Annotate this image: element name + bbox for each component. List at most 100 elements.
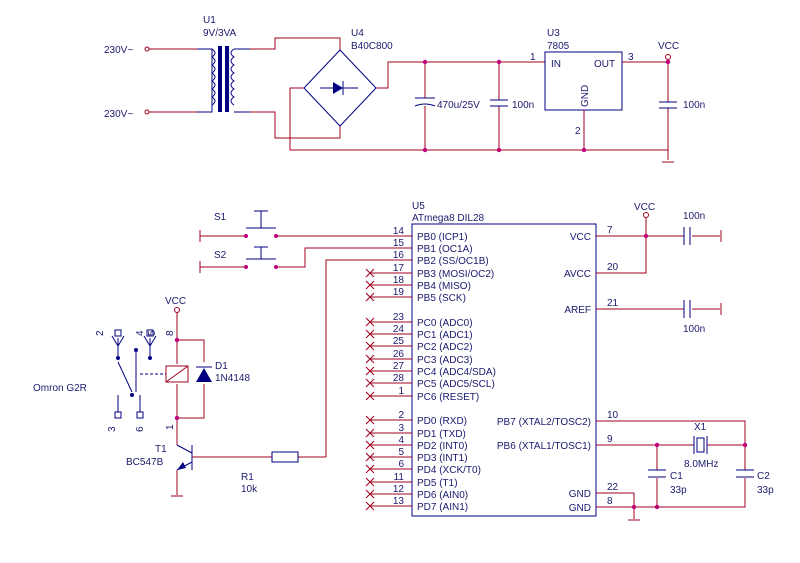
relay-contact-node <box>116 356 120 360</box>
no-connect-mark <box>365 464 375 474</box>
d1-ref: D1 <box>215 361 228 372</box>
bridge-diode-lines <box>320 81 358 95</box>
cap-100n-b-label: 100n <box>683 100 705 111</box>
pin-number: 15 <box>393 238 405 249</box>
relay-contact-node <box>148 356 152 360</box>
pin-name: PD1 (TXD) <box>417 429 466 440</box>
no-connect-mark <box>365 452 375 462</box>
switch-section: S1 S2 <box>199 210 387 457</box>
capacitor-470u: 470u/25V <box>414 62 480 150</box>
relay-terminal-box <box>114 329 122 337</box>
u1-ref: U1 <box>203 15 216 26</box>
pin-number: 6 <box>398 459 404 470</box>
pin-number: 9 <box>607 434 613 445</box>
pin-name: PD2 (INT0) <box>417 441 468 452</box>
s2-button <box>246 246 276 260</box>
junction <box>631 504 637 510</box>
cap-plate <box>414 103 436 107</box>
relay-pin1: 1 <box>165 424 176 430</box>
pin-name: PB7 (XTAL2/TOSC2) <box>497 417 591 428</box>
crystal-section: X1 8.0MHz C1 33p C2 33p <box>596 420 774 521</box>
junction <box>244 234 248 238</box>
no-connect-mark <box>365 329 375 339</box>
vcc-terminal <box>174 307 180 313</box>
no-connect-mark <box>365 268 375 278</box>
pin-name: PB5 (SCK) <box>417 293 466 304</box>
pin-number: 11 <box>394 472 405 483</box>
no-connect-mark <box>365 317 375 327</box>
u3-gnd-label: GND <box>580 85 591 107</box>
pin-number: 19 <box>393 287 405 298</box>
junction <box>496 147 502 153</box>
wire <box>325 259 387 457</box>
junction <box>496 59 502 65</box>
pin-number: 24 <box>393 324 405 335</box>
junction <box>742 442 748 448</box>
pin-number: 10 <box>607 410 619 421</box>
no-connect-mark <box>365 489 375 499</box>
relay-terminal-box <box>146 329 154 337</box>
transformer-core-1 <box>218 46 222 112</box>
s2-label: S2 <box>214 250 227 261</box>
pin-number: 25 <box>393 336 405 347</box>
pin-number: 3 <box>398 423 404 434</box>
pin-number: 14 <box>393 226 405 237</box>
t1-value: BC547B <box>126 457 164 468</box>
pin-name: PB1 (OC1A) <box>417 244 473 255</box>
relay-pin4: 4 <box>135 330 146 336</box>
vcc-terminal <box>643 212 649 218</box>
u3-value: 7805 <box>547 41 570 52</box>
pin-number: 28 <box>393 373 405 384</box>
wire <box>376 61 545 89</box>
junction <box>244 265 248 269</box>
mcu-body <box>411 223 597 517</box>
u3-ref: U3 <box>547 28 560 39</box>
wire <box>234 48 250 113</box>
relay-pin2: 2 <box>95 330 106 336</box>
cap-100n-a-label: 100n <box>512 100 534 111</box>
junction <box>643 233 649 239</box>
wire <box>596 492 635 508</box>
pin-number: 8 <box>607 496 613 507</box>
wire <box>289 87 668 151</box>
no-connect-mark <box>365 428 375 438</box>
u3-pin1: 1 <box>530 52 536 63</box>
no-connect-mark <box>365 415 375 425</box>
relay-pin6: 6 <box>135 426 146 432</box>
wire <box>250 37 341 50</box>
junction <box>665 59 671 65</box>
junction <box>422 59 428 65</box>
bridge-diode-symbol <box>333 82 343 94</box>
pin-number: 16 <box>393 250 405 261</box>
pin-number: 4 <box>398 435 404 446</box>
pin-name: PC3 (ADC3) <box>417 355 473 366</box>
pin-name: PC2 (ADC2) <box>417 342 473 353</box>
junction <box>174 415 180 421</box>
pin-number: 23 <box>393 312 405 323</box>
relay-terminal-box <box>136 411 144 419</box>
wire <box>200 247 387 268</box>
x1-value: 8.0MHz <box>684 459 718 470</box>
pin-number: 5 <box>398 447 404 458</box>
pin-name: PD6 (AIN0) <box>417 490 468 501</box>
pin-name: PD4 (XCK/T0) <box>417 465 481 476</box>
transformer-core-2 <box>225 46 229 112</box>
wire <box>197 48 213 113</box>
pin-name: PB0 (ICP1) <box>417 232 468 243</box>
pin-name: PB2 (SS/OC1B) <box>417 256 489 267</box>
cap-aref-label: 100n <box>683 324 705 335</box>
pin-name: GND <box>569 503 591 514</box>
pin-name: AVCC <box>564 269 591 280</box>
junction <box>654 442 660 448</box>
pin-name: PB6 (XTAL1/TOSC1) <box>497 441 591 452</box>
